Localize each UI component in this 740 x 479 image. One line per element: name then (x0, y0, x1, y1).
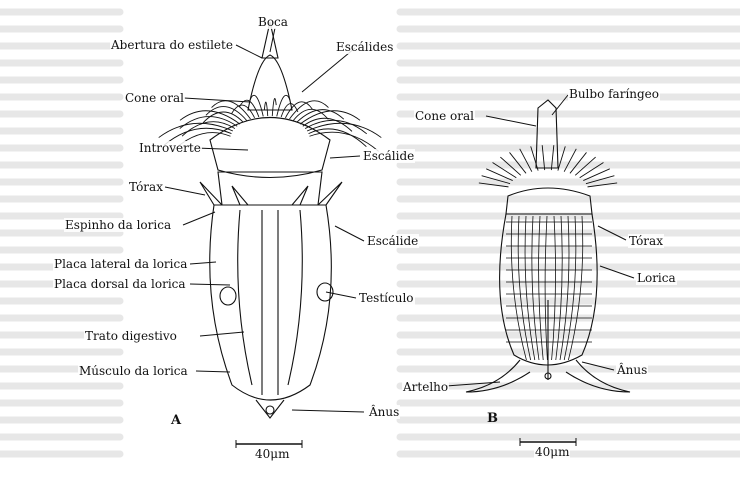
label-trato-digestivo: Trato digestivo (84, 329, 178, 343)
label-torax-b: Tórax (628, 234, 664, 248)
label-placa-dorsal: Placa dorsal da lorica (53, 277, 187, 291)
scale-label-b: 40μm (534, 445, 571, 459)
scale-label-a: 40μm (254, 447, 291, 461)
label-musculo-da-lorica: Músculo da lorica (78, 364, 189, 378)
label-placa-lateral: Placa lateral da lorica (53, 257, 189, 271)
label-cone-oral-b: Cone oral (414, 109, 476, 123)
label-anus-a: Ânus (368, 405, 401, 419)
label-escalide-mid: Escálide (362, 149, 416, 163)
label-escalide-low: Escálide (366, 234, 420, 248)
label-bulbo-faringeo: Bulbo faríngeo (568, 87, 661, 101)
panel-letter-b: B (487, 411, 498, 426)
label-artelho: Artelho (402, 380, 450, 394)
label-escalides-top: Escálides (335, 40, 395, 54)
label-torax-a: Tórax (128, 180, 164, 194)
label-testiculo: Testículo (358, 291, 415, 305)
label-anus-b: Ânus (616, 363, 649, 377)
label-cone-oral-a: Cone oral (124, 91, 186, 105)
panel-letter-a: A (171, 413, 182, 428)
label-boca: Boca (257, 15, 289, 29)
label-abertura-do-estilete: Abertura do estilete (110, 38, 234, 52)
label-lorica-b: Lorica (636, 271, 677, 285)
label-espinho-da-lorica: Espinho da lorica (64, 218, 173, 232)
label-introverte: Introverte (138, 141, 202, 155)
